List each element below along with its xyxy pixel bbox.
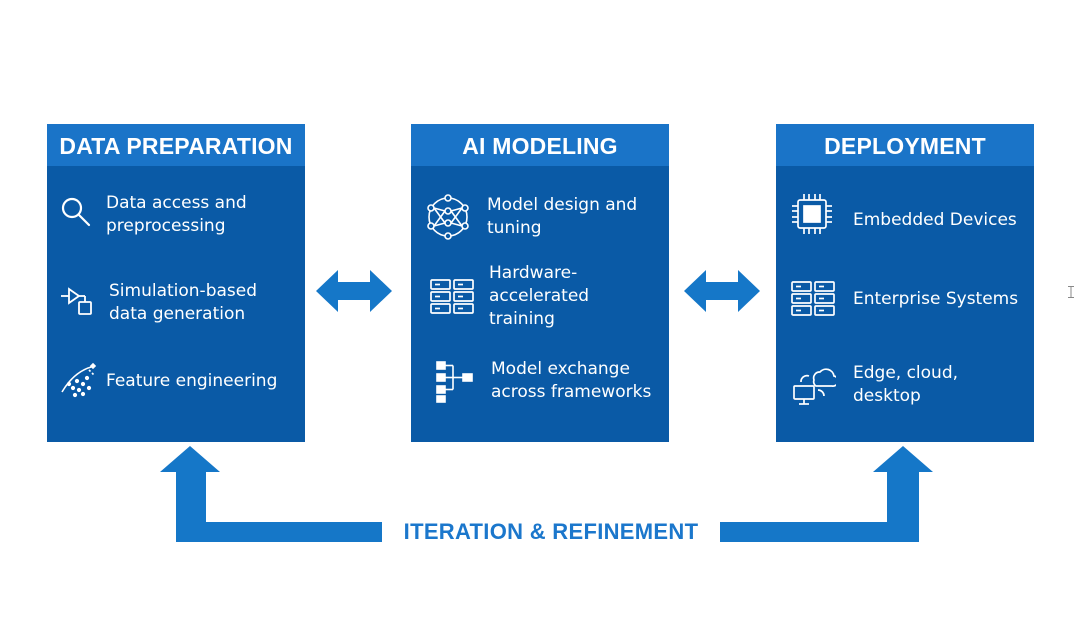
- data-preparation-panel: DATA PREPARATION Data access and preproc…: [47, 124, 305, 442]
- cloud-desktop-icon: [792, 364, 836, 406]
- panel-item-label: Feature engineering: [106, 371, 278, 391]
- neural-network-icon: [425, 194, 471, 240]
- panel-item-label: Model design and tuning: [487, 195, 638, 238]
- chip-icon: [790, 192, 834, 236]
- ai-modeling-panel: AI MODELING Mod: [411, 124, 669, 442]
- server-rack-icon: [429, 278, 475, 316]
- panel-item-label: Edge, cloud, desktop: [853, 363, 959, 406]
- panel-item-data-access: Data access and preprocessing: [47, 190, 305, 242]
- panel-item-edge-cloud-desktop: Edge, cloud, desktop: [776, 360, 1034, 412]
- panel-item-label: Enterprise Systems: [853, 289, 1019, 309]
- double-arrow-right: [684, 270, 760, 312]
- double-arrow-left: [316, 270, 392, 312]
- text-cursor-icon: [1068, 286, 1074, 298]
- ai-modeling-title: AI MODELING: [411, 124, 669, 166]
- panel-item-enterprise-systems: Enterprise Systems: [776, 276, 1034, 320]
- panel-item-embedded-devices: Embedded Devices: [776, 190, 1034, 238]
- simulation-icon: [59, 282, 103, 322]
- panel-item-simulation: Simulation-based data generation: [47, 278, 305, 330]
- panel-item-label: Hardware- accelerated training: [489, 263, 590, 329]
- server-rack-icon: [790, 280, 836, 318]
- panel-item-feature-engineering: Feature engineering: [47, 360, 305, 404]
- hierarchy-icon: [435, 360, 475, 404]
- deployment-title: DEPLOYMENT: [776, 124, 1034, 166]
- panel-item-model-exchange: Model exchange across frameworks: [411, 356, 669, 408]
- feedback-loop-arrow: [160, 446, 933, 542]
- panel-item-label: Model exchange across frameworks: [491, 359, 652, 402]
- panel-item-label: Simulation-based data generation: [109, 281, 258, 324]
- feature-scatter-icon: [59, 362, 103, 402]
- panel-item-hardware-training: Hardware- accelerated training: [411, 262, 669, 334]
- data-preparation-title: DATA PREPARATION: [47, 124, 305, 166]
- panel-item-label: Embedded Devices: [853, 210, 1017, 230]
- deployment-panel: DEPLOYMENT: [776, 124, 1034, 442]
- panel-item-model-design: Model design and tuning: [411, 192, 669, 244]
- magnifier-icon: [57, 194, 101, 234]
- panel-item-label: Data access and preprocessing: [106, 193, 247, 236]
- iteration-refinement-label: ITERATION & REFINEMENT: [403, 519, 699, 544]
